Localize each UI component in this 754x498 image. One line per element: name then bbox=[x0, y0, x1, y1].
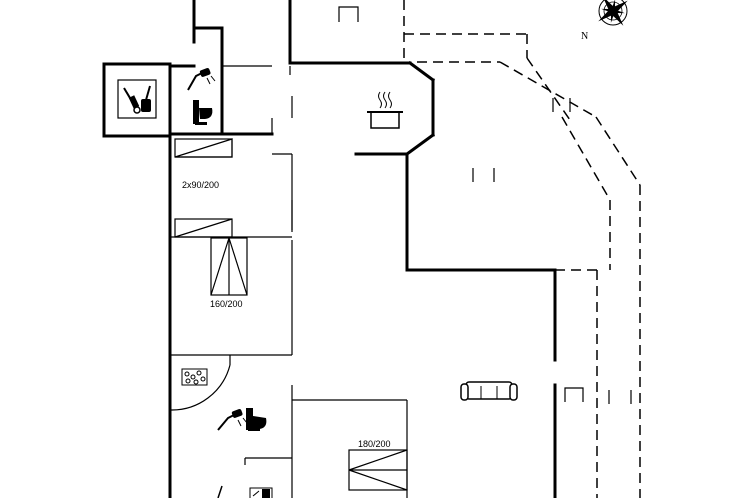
shower-toilet-icon-bottom bbox=[217, 408, 267, 431]
cleaning-tools-icon bbox=[123, 85, 151, 114]
utility-room bbox=[102, 62, 172, 138]
bed-label-2x90: 2x90/200 bbox=[182, 180, 219, 190]
bed-2x90: 2x90/200 bbox=[174, 138, 233, 238]
door-markers bbox=[169, 6, 632, 411]
whirlpool-icon bbox=[181, 368, 208, 386]
bed-180: 180/200 bbox=[348, 439, 408, 491]
cooking-pot-icon bbox=[367, 91, 403, 129]
bed-label-160: 160/200 bbox=[210, 299, 243, 309]
sauna-icon bbox=[217, 485, 273, 498]
bed-160: 160/200 bbox=[210, 237, 248, 309]
compass-north-label: N bbox=[581, 31, 588, 42]
sofa-icon bbox=[460, 381, 518, 401]
compass-icon bbox=[598, 0, 628, 26]
bed-label-180: 180/200 bbox=[358, 439, 391, 449]
shower-toilet-icon bbox=[187, 68, 216, 125]
terrace-outlines bbox=[403, 0, 641, 498]
walls bbox=[168, 0, 557, 498]
